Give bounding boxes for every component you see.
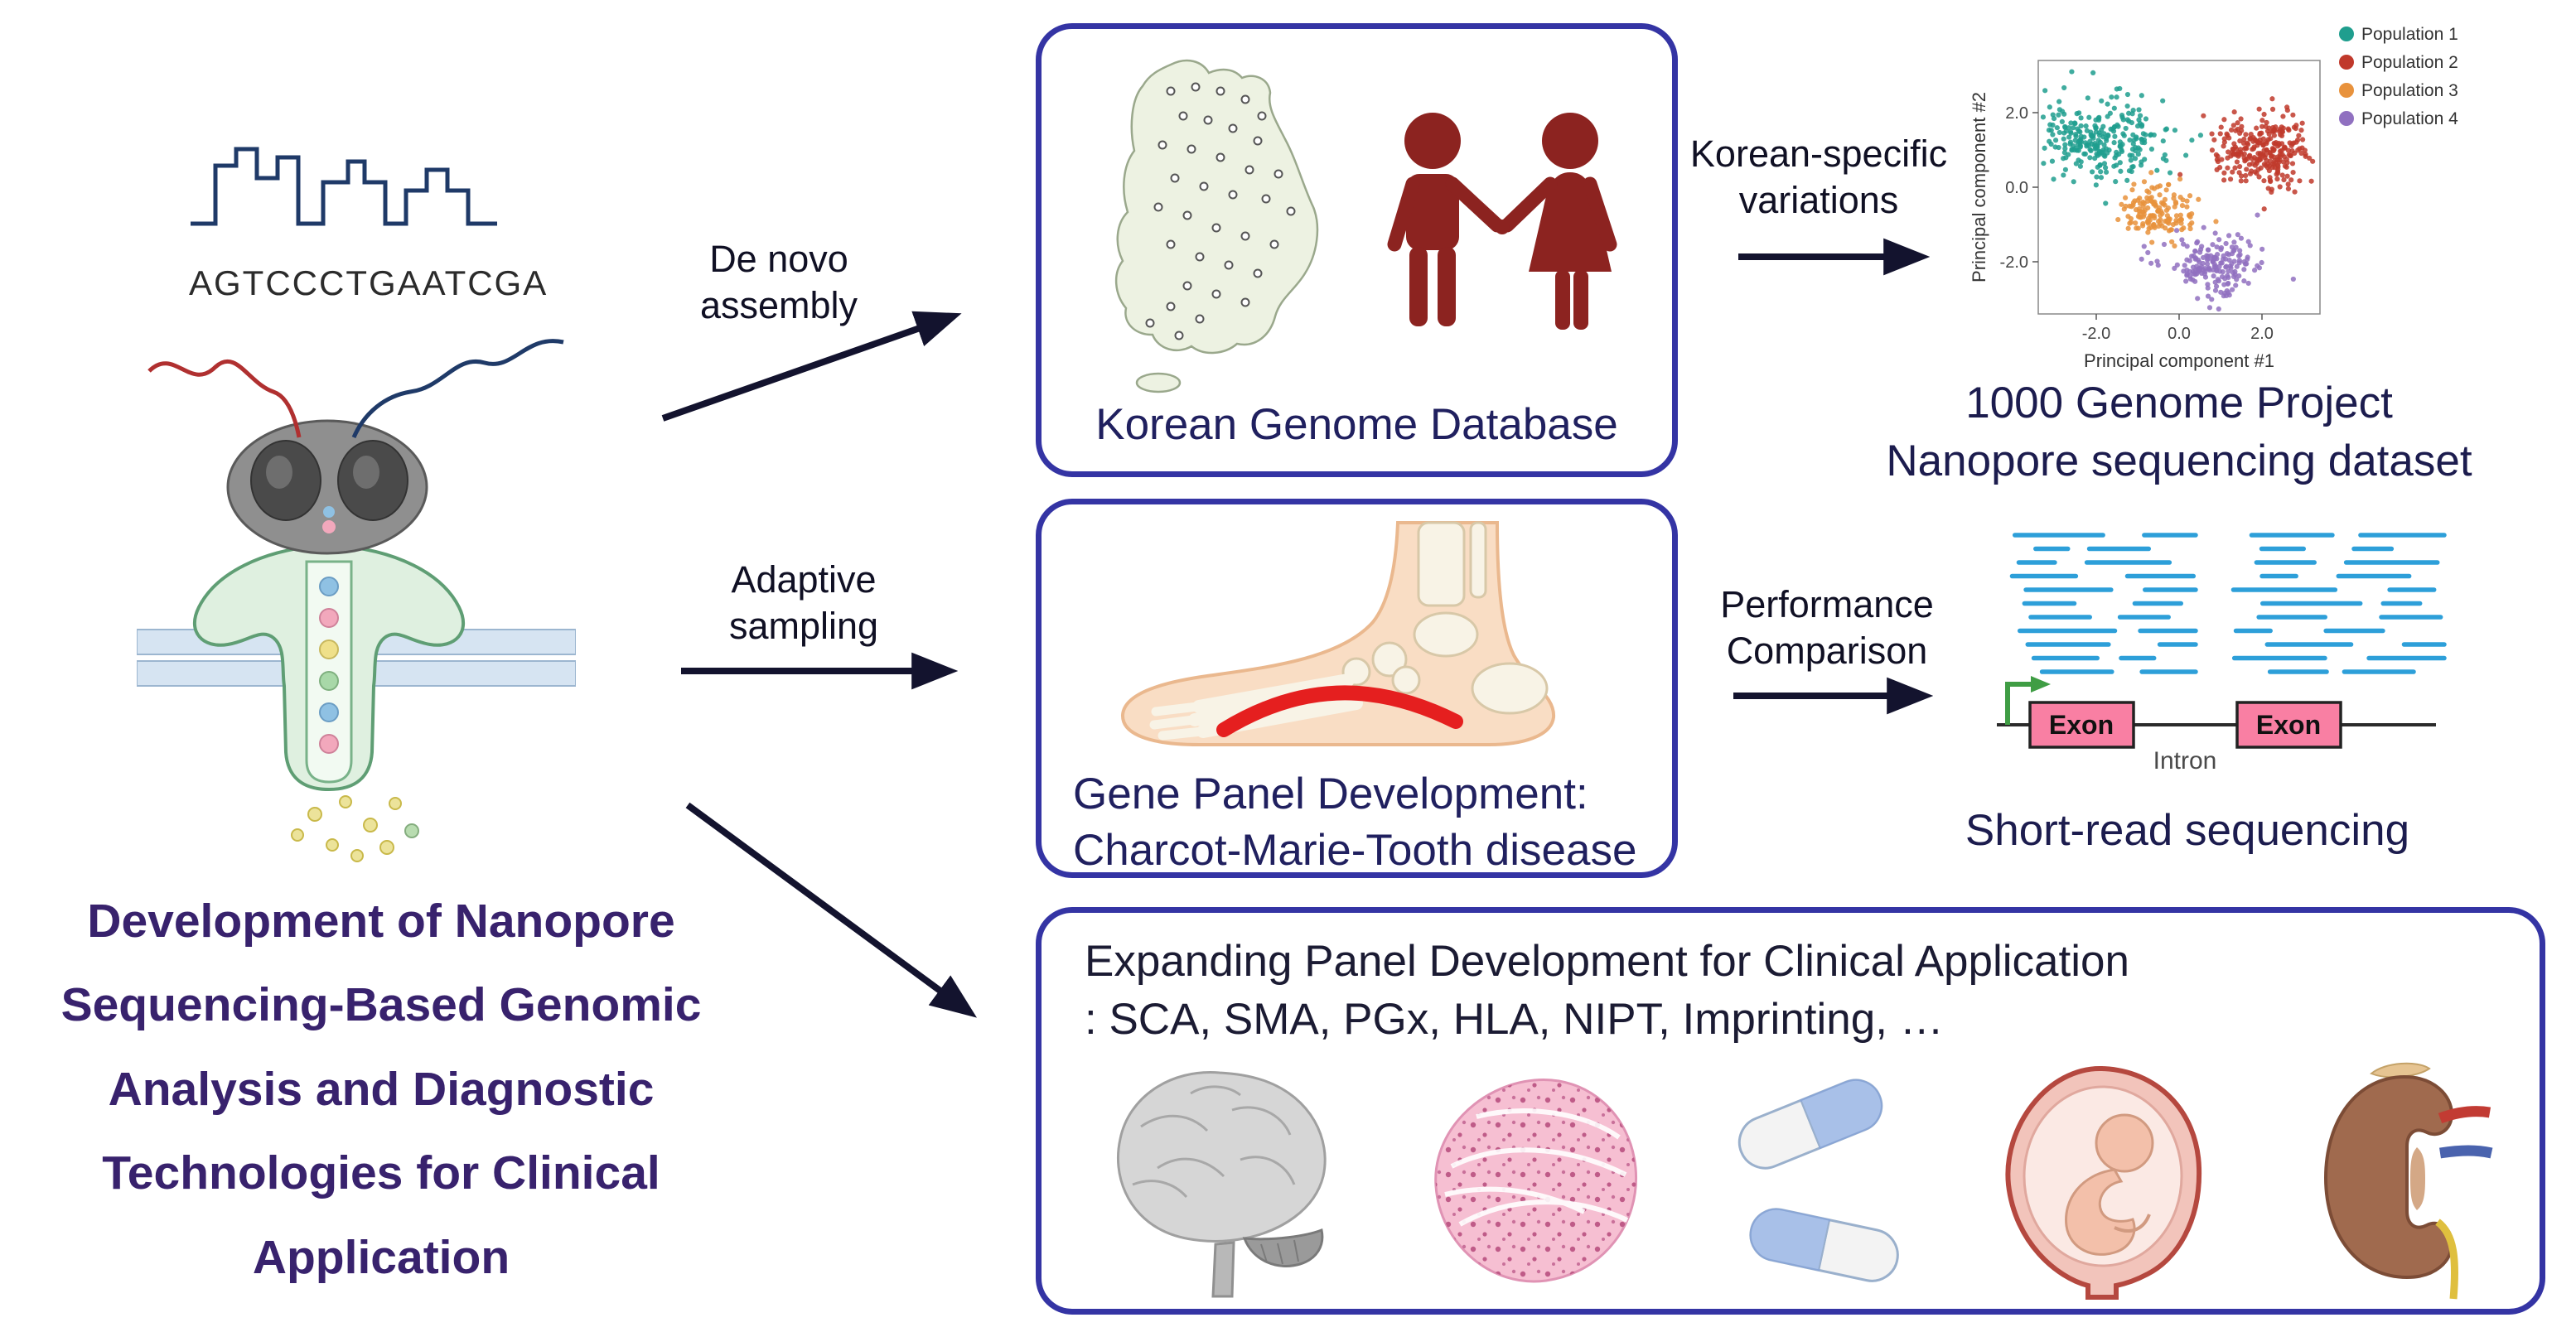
exon-box-2 — [2235, 701, 2342, 749]
scatter-caption: 1000 Genome Project Nanopore sequencing … — [1886, 379, 2472, 485]
cerebellum — [1242, 1228, 1324, 1267]
svg-text:2.0: 2.0 — [2250, 325, 2274, 343]
high-arch-indicator — [1216, 685, 1463, 737]
renal-artery — [2438, 1106, 2491, 1124]
korea-map — [1114, 59, 1319, 393]
brain-icon — [1116, 1071, 1327, 1298]
promoter-arrowhead — [2031, 676, 2051, 693]
svg-text:Principal component #2: Principal component #2 — [1969, 92, 1989, 282]
nanopore-signal-trace — [191, 147, 497, 226]
label-adaptive-sampling: Adaptive sampling — [728, 558, 879, 648]
capsule-1 — [1737, 1079, 1883, 1170]
translocating-bases — [319, 577, 339, 754]
kidney-icon — [2323, 1062, 2493, 1300]
label-de-novo-assembly: De novo assembly — [699, 238, 858, 327]
short-read-alignment-diagram: Exon Exon Intron — [1997, 533, 2447, 775]
svg-text:-2.0: -2.0 — [2000, 253, 2028, 272]
sample-site-markers — [1145, 82, 1296, 340]
nanopore-illustration — [137, 339, 576, 862]
gene-panel-box: Gene Panel Development: Charcot-Marie-To… — [1036, 499, 1678, 878]
umbilical-cord — [2114, 1214, 2151, 1233]
renal-vein — [2439, 1145, 2493, 1159]
svg-text:Population 1: Population 1 — [2361, 25, 2458, 44]
expanding-panel-line1: Expanding Panel Development for Clinical… — [1085, 937, 2129, 986]
fetus-icon — [2005, 1065, 2202, 1300]
jeju-island — [1135, 372, 1182, 393]
fetus-head — [2095, 1113, 2154, 1173]
capsule-2 — [1749, 1208, 1899, 1282]
label-korean-specific-variations: Korean-specific variations — [1689, 133, 1948, 222]
svg-text:Population 2: Population 2 — [2361, 53, 2458, 72]
svg-text:0.0: 0.0 — [2005, 179, 2028, 197]
muscle-tissue-icon — [1434, 1078, 1638, 1283]
promoter-arrow — [2005, 682, 2032, 725]
toe-bones — [1149, 702, 1206, 741]
exon1-label: Exon — [2049, 710, 2114, 740]
foot-bones — [1341, 521, 1549, 715]
gene-panel-caption: Gene Panel Development: Charcot-Marie-To… — [1073, 770, 1637, 875]
svg-text:-2.0: -2.0 — [2082, 325, 2110, 343]
base-call-sequence: AGTCCCTGAATCGA — [189, 263, 549, 302]
intron-label: Intron — [2153, 747, 2217, 775]
sequencing-reads — [2009, 533, 2447, 674]
page-title: Development of Nanopore Sequencing-Based… — [60, 895, 702, 1284]
svg-text:Population 3: Population 3 — [2361, 81, 2458, 100]
expanding-panel-box: Expanding Panel Development for Clinical… — [1036, 907, 2545, 1315]
korean-genome-database-caption: Korean Genome Database — [1095, 400, 1618, 449]
svg-text:Principal component #1: Principal component #1 — [2084, 350, 2274, 371]
exon-box-1 — [2028, 701, 2135, 749]
dna-strand-blue — [351, 339, 564, 439]
renal-pelvis — [2410, 1147, 2425, 1210]
svg-text:2.0: 2.0 — [2005, 104, 2028, 123]
korean-genome-database-box: Korean Genome Database — [1036, 23, 1678, 477]
adrenal-gland — [2370, 1062, 2431, 1079]
short-read-caption: Short-read sequencing — [1965, 806, 2410, 855]
couple-icon — [1387, 113, 1617, 330]
arrow-de-novo — [661, 311, 962, 422]
svg-text:Population 4: Population 4 — [2361, 109, 2458, 128]
motor-protein — [226, 419, 428, 555]
exon2-label: Exon — [2256, 710, 2321, 740]
released-bases — [291, 795, 419, 862]
label-performance-comparison: Performance Comparison — [1720, 583, 1934, 673]
dna-strand-red — [147, 359, 302, 438]
brainstem — [1211, 1241, 1235, 1298]
ureter — [2435, 1219, 2459, 1300]
fetus-body — [2065, 1168, 2136, 1256]
pills-icon — [1737, 1079, 1899, 1282]
svg-text:0.0: 0.0 — [2168, 325, 2191, 343]
foot-illustration — [1120, 521, 1556, 746]
expanding-panel-line2: : SCA, SMA, PGx, HLA, NIPT, Imprinting, … — [1085, 995, 1944, 1044]
